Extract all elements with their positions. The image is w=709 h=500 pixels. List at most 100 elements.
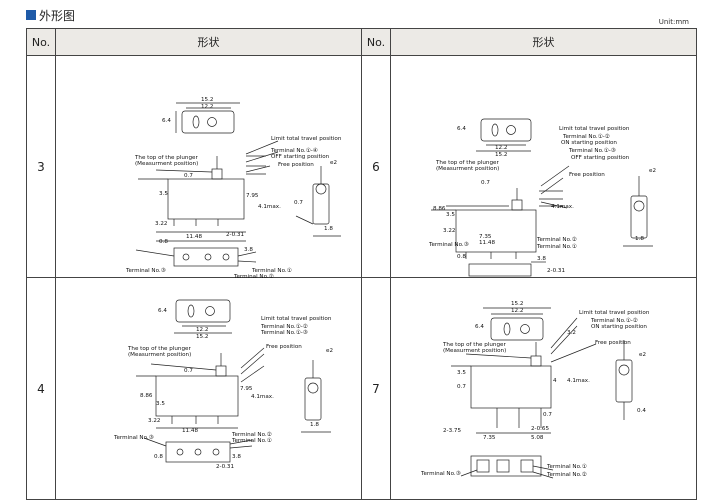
dim-4-1max: 4.1max. bbox=[551, 204, 574, 210]
drawing-lines bbox=[135, 102, 341, 267]
dim-4: 4 bbox=[553, 378, 557, 384]
dim-12-2: 12.2 bbox=[196, 327, 209, 333]
dim-1-8: 1.8 bbox=[635, 236, 644, 242]
label-on-start: ON starting position bbox=[561, 140, 617, 146]
dim-15-2: 15.2 bbox=[495, 152, 508, 158]
row-no: 7 bbox=[361, 277, 391, 500]
dim-2-0-31: 2-0.31 bbox=[216, 464, 235, 470]
label-terminal-1-2: Terminal No.①-② bbox=[261, 324, 308, 330]
label-terminal-3: Terminal No.③ bbox=[126, 268, 166, 274]
dim-0-8: 0.8 bbox=[154, 454, 163, 460]
label-plunger-measure: (Measurment position) bbox=[128, 352, 192, 358]
dim-6-4: 6.4 bbox=[475, 324, 484, 330]
label-on-start: ON starting position bbox=[591, 324, 647, 330]
label-plunger-top: The top of the plunger bbox=[443, 342, 506, 348]
dim-5-08: 5.08 bbox=[531, 435, 544, 441]
dim-3-5: 3.5 bbox=[457, 370, 466, 376]
dim-7-95: 7.95 bbox=[240, 386, 253, 392]
dim-11-48: 11.48 bbox=[479, 240, 496, 246]
dim-15-2: 15.2 bbox=[511, 301, 524, 307]
dim-0-7b: 0.7 bbox=[294, 200, 303, 206]
dim-11-48: 11.48 bbox=[182, 428, 199, 434]
dim-6-4: 6.4 bbox=[162, 118, 171, 124]
table-row: 3 bbox=[26, 55, 697, 280]
label-plunger-measure: (Measurment position) bbox=[436, 166, 500, 172]
label-terminal-2: Terminal No.② bbox=[232, 432, 272, 438]
header-no-2: No. bbox=[361, 28, 391, 56]
dim-7-95: 7.95 bbox=[246, 193, 259, 199]
dim-12-2: 12.2 bbox=[495, 145, 508, 151]
dim-0-8: 0.8 bbox=[159, 239, 168, 245]
label-plunger-measure: (Measurment position) bbox=[135, 161, 199, 167]
drawing-lines bbox=[136, 299, 331, 463]
label-plunger-top: The top of the plunger bbox=[128, 346, 191, 352]
label-terminal-1-2: Terminal No.①-② bbox=[563, 134, 610, 140]
row-no: 4 bbox=[26, 277, 56, 500]
dim-0-7: 0.7 bbox=[457, 384, 466, 390]
dim-2-3-75: 2-3.75 bbox=[443, 428, 462, 434]
dim-3-5: 3.5 bbox=[159, 191, 168, 197]
label-free-position: Free position bbox=[266, 344, 302, 350]
dim-2-0-31: 2-0.31 bbox=[547, 268, 566, 274]
label-terminal-1: Terminal No.① bbox=[252, 268, 292, 274]
label-free-position: Free position bbox=[278, 162, 314, 168]
label-limit-travel: Limit total travel position bbox=[261, 316, 332, 322]
dim-2-0-31: 2-0.31 bbox=[226, 232, 245, 238]
dim-15-2: 15.2 bbox=[201, 97, 214, 103]
dim-15-2: 15.2 bbox=[196, 334, 209, 340]
label-limit-travel: Limit total travel position bbox=[271, 136, 342, 142]
label-terminal-1-4: Terminal No.①-④ bbox=[271, 148, 318, 154]
dim-12-2: 12.2 bbox=[511, 308, 524, 314]
drawing-table: No. 形状 No. 形状 3 bbox=[26, 28, 697, 500]
label-terminal-1: Terminal No.① bbox=[232, 438, 272, 444]
dim-6-4: 6.4 bbox=[457, 126, 466, 132]
dim-0-7b: 0.7 bbox=[543, 412, 552, 418]
label-off-start: OFF starting position bbox=[571, 155, 630, 161]
dim-2-0-65: 2-0.65 bbox=[531, 426, 550, 432]
section-marker-icon bbox=[26, 10, 36, 20]
section-title: 外形图 bbox=[39, 9, 76, 23]
label-plunger-top: The top of the plunger bbox=[135, 155, 198, 161]
label-terminal-3: Terminal No.③ bbox=[114, 435, 154, 441]
label-limit-travel: Limit total travel position bbox=[559, 126, 630, 132]
drawing-cell: Limit total travel position Terminal No.… bbox=[390, 277, 697, 500]
dim-12-2: 12.2 bbox=[201, 104, 214, 110]
table-row: 4 bbox=[26, 277, 697, 500]
drawing-cell: Limit total travel position Terminal No.… bbox=[390, 55, 697, 278]
switch-drawing-6: Limit total travel position Terminal No.… bbox=[391, 56, 683, 277]
dim-8-86: 8.86 bbox=[140, 393, 153, 399]
table-header-row: No. 形状 No. 形状 bbox=[26, 28, 697, 56]
dim-e2: e2 bbox=[649, 168, 657, 174]
dim-6-4: 6.4 bbox=[158, 308, 167, 314]
label-free-position: Free position bbox=[595, 340, 631, 346]
dim-3-5: 3.5 bbox=[156, 401, 165, 407]
dim-3-8: 3.8 bbox=[232, 454, 241, 460]
switch-drawing-7: Limit total travel position Terminal No.… bbox=[391, 278, 683, 499]
dim-e2: e2 bbox=[330, 160, 338, 166]
dim-0-7: 0.7 bbox=[481, 180, 490, 186]
drawing-cell: Limit total travel position Terminal No.… bbox=[55, 55, 362, 280]
header-shape-2: 形状 bbox=[390, 28, 697, 56]
label-limit-travel: Limit total travel position bbox=[579, 310, 650, 316]
dim-1-8: 1.8 bbox=[324, 226, 333, 232]
dim-7-35: 7.35 bbox=[479, 234, 492, 240]
drawing-lines bbox=[451, 307, 633, 479]
label-off-start: OFF starting position bbox=[271, 154, 330, 160]
row-no: 6 bbox=[361, 55, 391, 278]
header-shape: 形状 bbox=[55, 28, 362, 56]
unit-label: Unit:mm bbox=[658, 18, 689, 26]
dim-3-2: 3.2 bbox=[567, 330, 576, 336]
label-terminal-1: Terminal No.① bbox=[547, 464, 587, 470]
row-no: 3 bbox=[26, 55, 56, 278]
dim-e2: e2 bbox=[326, 348, 334, 354]
label-terminal-1-2: Terminal No.①-② bbox=[591, 318, 638, 324]
dim-3-22: 3.22 bbox=[443, 228, 456, 234]
switch-drawing-3: Limit total travel position Terminal No.… bbox=[56, 56, 348, 280]
label-terminal-2: Terminal No.② bbox=[537, 237, 577, 243]
drawing-cell: Limit total travel position Terminal No.… bbox=[55, 277, 362, 500]
switch-drawing-4: Limit total travel position Terminal No.… bbox=[56, 278, 348, 499]
dim-3-22: 3.22 bbox=[155, 221, 168, 227]
dim-1-8: 1.8 bbox=[310, 422, 319, 428]
label-terminal-1-3: Terminal No.①-③ bbox=[569, 148, 616, 154]
label-plunger-top: The top of the plunger bbox=[436, 160, 499, 166]
